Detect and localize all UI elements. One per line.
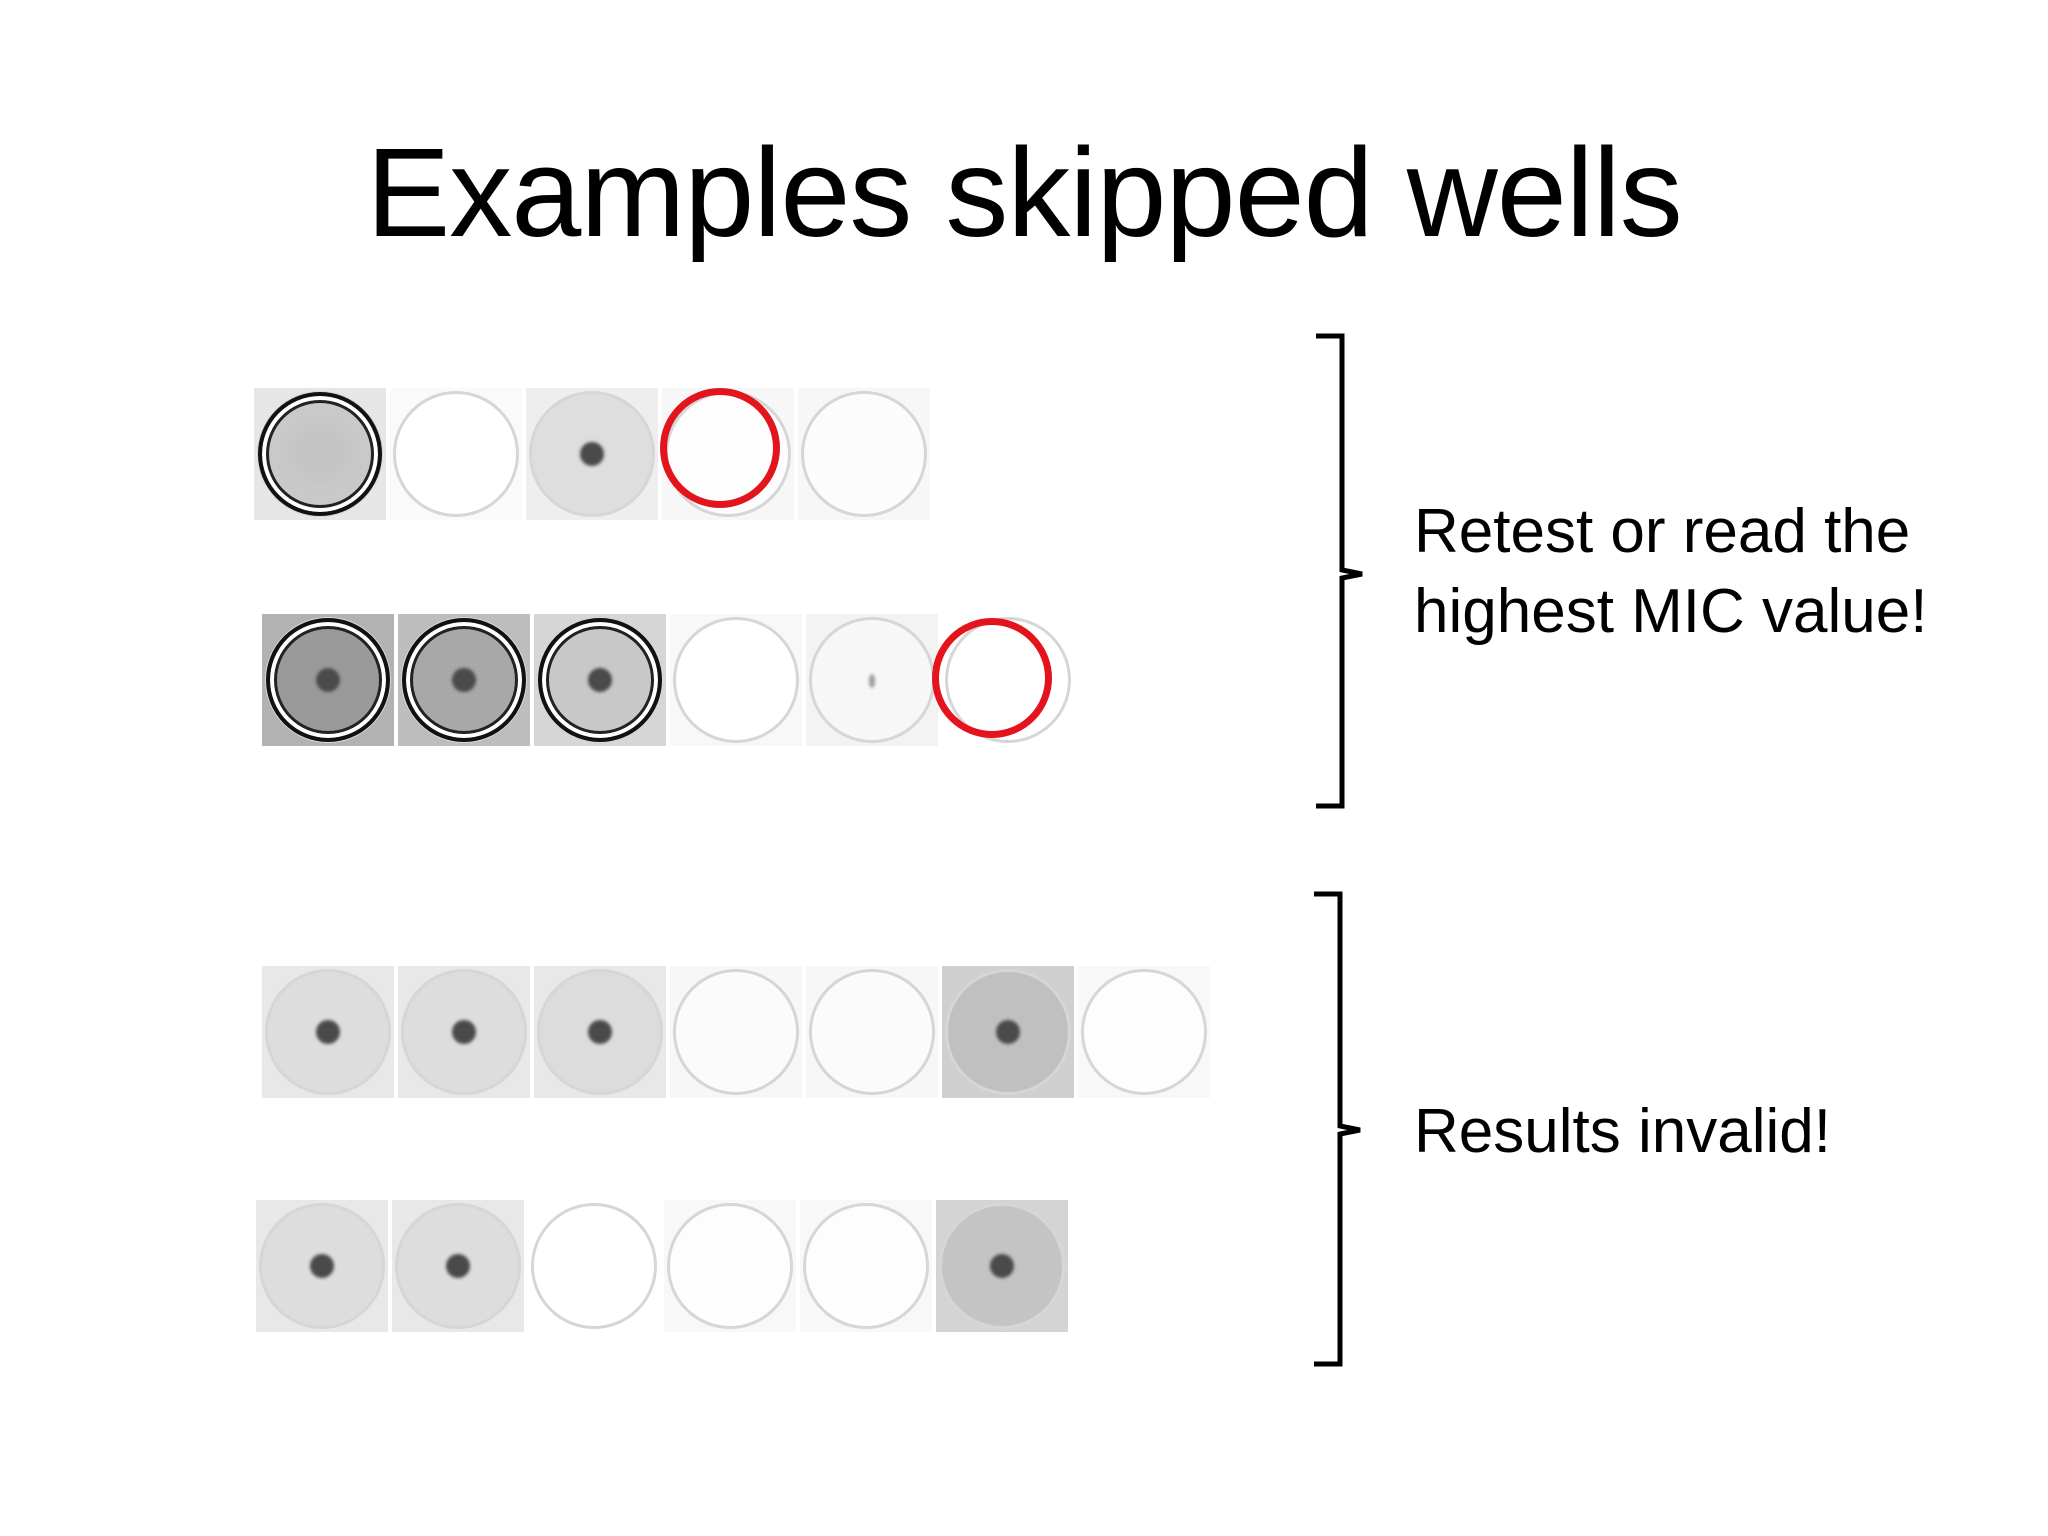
well-disc <box>801 391 927 517</box>
bracket-bottom-group <box>1314 891 1361 1367</box>
well <box>528 1200 660 1332</box>
growth-button <box>580 442 604 466</box>
caption-line: Results invalid! <box>1414 1097 1831 1166</box>
well <box>256 1200 388 1332</box>
growth-speck <box>869 674 875 688</box>
growth-ring-marker <box>266 618 390 742</box>
growth-button <box>996 1020 1020 1044</box>
well-row <box>256 1200 1068 1332</box>
well-disc <box>531 1203 657 1329</box>
growth-button <box>990 1254 1014 1278</box>
growth-button <box>310 1254 334 1278</box>
well <box>670 614 802 746</box>
growth-button <box>316 1020 340 1044</box>
well-disc <box>809 969 935 1095</box>
well-row <box>262 966 1210 1098</box>
caption-line: Retest or read the <box>1414 497 1911 566</box>
well <box>800 1200 932 1332</box>
well-disc <box>393 391 519 517</box>
skipped-well-marker <box>932 618 1052 738</box>
slide-title: Examples skipped wells <box>366 122 1683 263</box>
well <box>670 966 802 1098</box>
growth-button <box>446 1254 470 1278</box>
growth-button <box>588 1020 612 1044</box>
growth-ring-marker <box>258 392 382 516</box>
caption-invalid: Results invalid! <box>1414 1092 1831 1172</box>
well-disc <box>667 1203 793 1329</box>
skipped-well-marker <box>660 388 780 508</box>
well <box>806 614 938 746</box>
well <box>534 966 666 1098</box>
well <box>398 614 530 746</box>
well <box>390 388 522 520</box>
growth-ring-marker <box>538 618 662 742</box>
well-disc <box>803 1203 929 1329</box>
well <box>1078 966 1210 1098</box>
well <box>942 966 1074 1098</box>
well-disc <box>673 617 799 743</box>
well <box>664 1200 796 1332</box>
bracket-top-group <box>1316 333 1363 809</box>
well <box>806 966 938 1098</box>
well <box>262 614 394 746</box>
well-row <box>262 614 1074 746</box>
well <box>534 614 666 746</box>
well <box>254 388 386 520</box>
well <box>262 966 394 1098</box>
well-disc <box>809 617 935 743</box>
well <box>398 966 530 1098</box>
growth-button <box>452 1020 476 1044</box>
well <box>526 388 658 520</box>
well <box>392 1200 524 1332</box>
well-disc <box>673 969 799 1095</box>
growth-ring-marker <box>402 618 526 742</box>
well-disc <box>1081 969 1207 1095</box>
caption-line: highest MIC value! <box>1414 577 1928 646</box>
caption-retest: Retest or read the highest MIC value! <box>1414 492 1927 652</box>
well <box>798 388 930 520</box>
well <box>936 1200 1068 1332</box>
